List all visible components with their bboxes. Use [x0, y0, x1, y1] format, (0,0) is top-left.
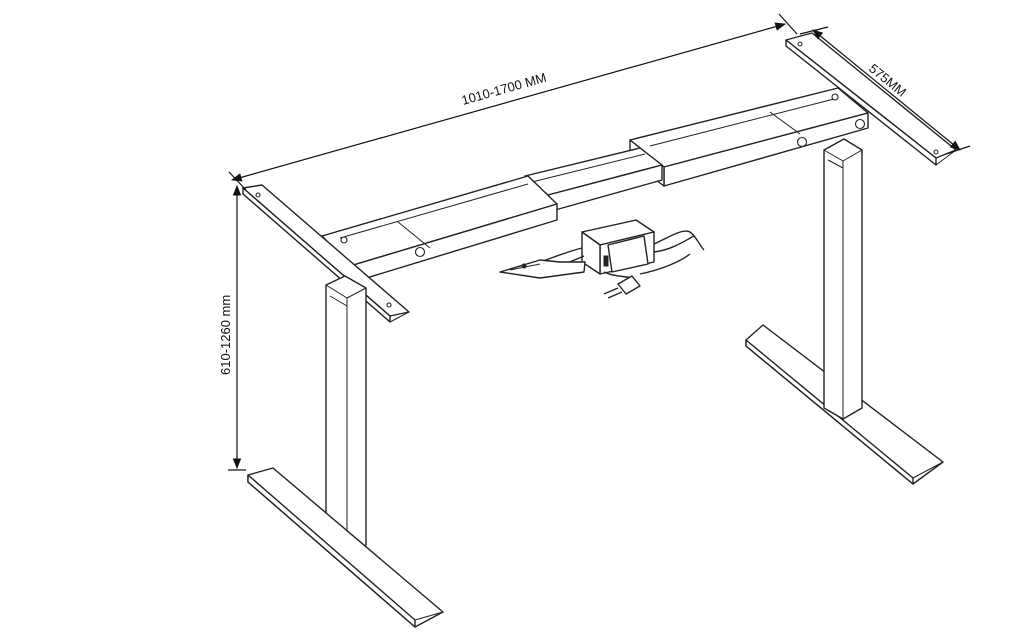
width-label: 1010-1700 MM [460, 70, 548, 108]
left-leg-column [325, 275, 367, 555]
height-dimension: 610-1260 mm [218, 184, 246, 471]
control-box [499, 219, 705, 279]
height-label: 610-1260 mm [218, 295, 233, 375]
power-plug [603, 271, 641, 299]
right-leg-column [823, 138, 863, 420]
left-foot [247, 467, 444, 628]
